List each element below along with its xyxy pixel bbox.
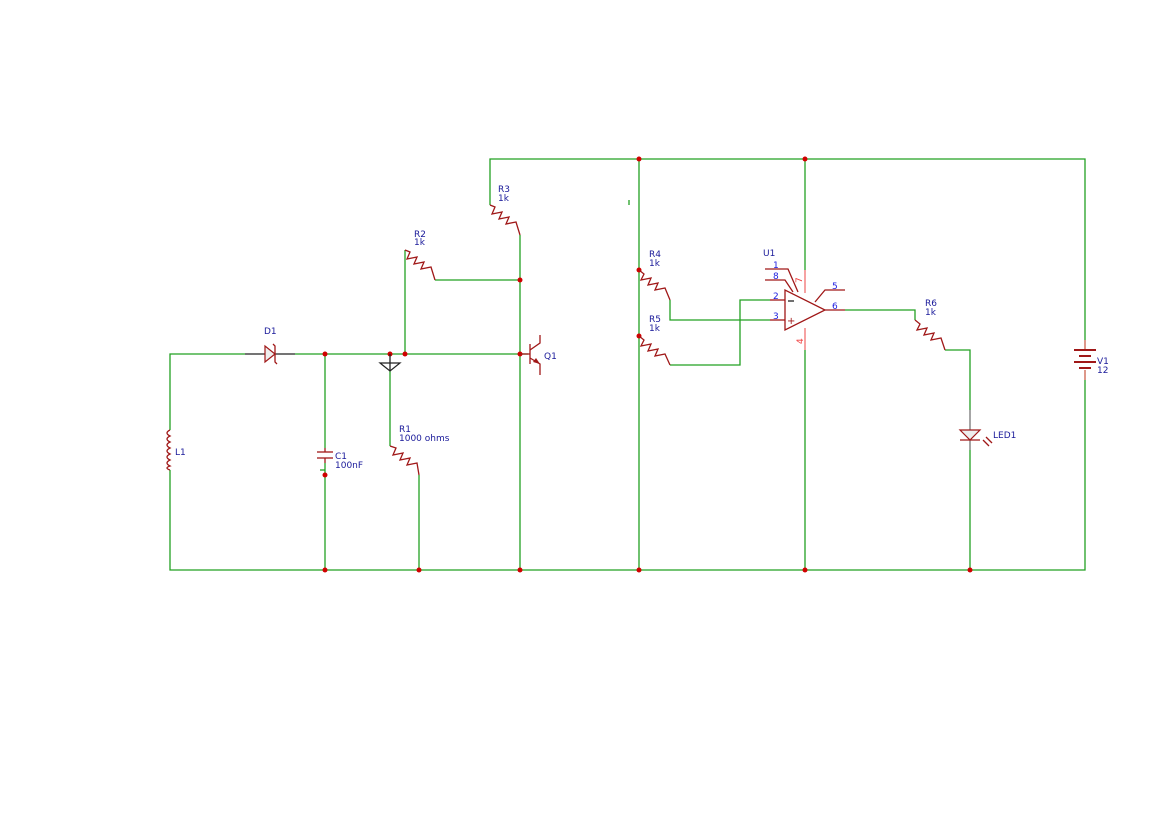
C1-value: 100nF: [335, 461, 363, 471]
U1-label: U1: [763, 249, 775, 259]
R6-value: 1k: [925, 308, 937, 318]
R3-value: 1k: [498, 194, 510, 204]
svg-text:+: +: [787, 316, 795, 327]
V1-value: 12: [1097, 366, 1108, 376]
wires: [169, 158, 1086, 571]
resistor-R3[interactable]: R3 1k: [489, 185, 521, 236]
L1-label: L1: [175, 448, 186, 458]
R1-label: R1: [399, 425, 411, 435]
opamp-U1[interactable]: + U1 1 8 2 3 5 6 7 4: [763, 249, 845, 350]
R5-value: 1k: [649, 324, 661, 334]
pin-7: 7: [795, 277, 805, 283]
resistor-R1[interactable]: R1 1000 ohms: [389, 425, 450, 476]
R3-label: R3: [498, 185, 510, 195]
R6-label: R6: [925, 299, 937, 309]
pin-4: 4: [796, 338, 806, 344]
resistor-R5[interactable]: R5 1k: [638, 315, 671, 366]
R4-value: 1k: [649, 259, 661, 269]
inductor-L1[interactable]: L1: [166, 429, 186, 471]
transistor-Q1[interactable]: Q1: [520, 335, 557, 375]
led-LED1[interactable]: LED1: [958, 410, 1016, 450]
diode-D1[interactable]: D1: [245, 327, 295, 365]
pin-3: 3: [773, 312, 779, 322]
junctions: [322, 156, 973, 573]
pin-8: 8: [773, 272, 779, 282]
V1-label: V1: [1097, 357, 1109, 367]
R4-label: R4: [649, 250, 661, 260]
R5-label: R5: [649, 315, 661, 325]
capacitor-C1[interactable]: C1 100nF: [317, 448, 363, 471]
resistor-R6[interactable]: R6 1k: [914, 299, 946, 351]
battery-V1[interactable]: V1 12: [1074, 340, 1109, 380]
resistor-R2[interactable]: R2 1k: [404, 230, 436, 281]
ground-symbol: [378, 354, 402, 372]
pin-1: 1: [773, 261, 779, 271]
pin-6: 6: [832, 302, 838, 312]
resistor-R4[interactable]: R4 1k: [638, 250, 671, 301]
pin-2: 2: [773, 292, 779, 302]
D1-label: D1: [264, 327, 277, 337]
Q1-label: Q1: [544, 352, 557, 362]
pin-5: 5: [832, 282, 838, 292]
LED1-label: LED1: [993, 431, 1016, 441]
R2-value: 1k: [414, 238, 426, 248]
C1-label: C1: [335, 452, 347, 462]
R1-value: 1000 ohms: [399, 434, 450, 444]
R2-label: R2: [414, 230, 426, 240]
